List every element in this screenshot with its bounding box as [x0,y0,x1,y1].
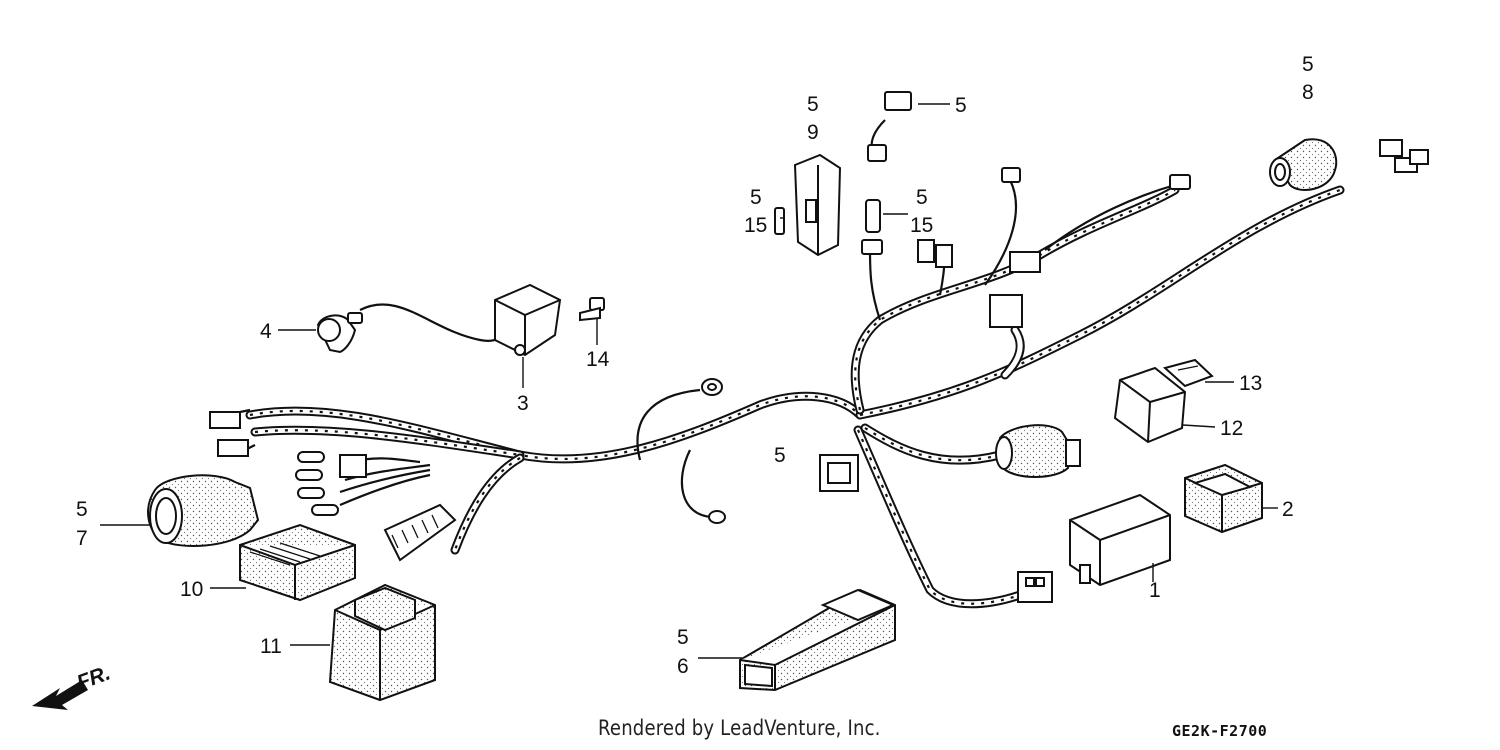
leader-lines [100,103,1278,659]
callout-labels: 1 2 3 4 5 9 5 15 5 5 15 5 8 14 5 5 7 10 … [76,53,1314,678]
callout-5-tube: 5 [677,626,689,649]
bullet-connectors[interactable] [295,451,367,516]
relay-rubber[interactable] [1162,358,1214,388]
callout-5-fuse-right: 5 [916,186,928,209]
protector-tube[interactable] [739,588,896,692]
callout-13: 13 [1239,372,1262,395]
callout-5-boot-left: 5 [76,498,88,521]
callout-10: 10 [180,578,203,601]
ignition-switch[interactable] [995,424,1081,478]
direction-label: FR. [74,662,114,695]
callout-9: 9 [807,121,819,144]
callout-6: 6 [677,655,689,678]
callout-5-fuse-holder: 5 [807,93,819,116]
multi-pin-connector[interactable] [383,503,457,562]
coupler-cover[interactable] [1184,463,1263,534]
ground-terminal-lower[interactable] [708,510,726,524]
top-connector[interactable] [861,91,912,255]
callout-5-harness: 5 [774,444,786,467]
top-right-connectors[interactable] [1379,139,1429,173]
callout-2: 2 [1282,498,1294,521]
diagram-code: GE2K-F2700 [1172,722,1268,740]
callout-4: 4 [260,320,272,343]
callout-15-right: 15 [910,214,933,237]
fuse-box[interactable] [239,523,356,602]
callout-1: 1 [1149,579,1161,602]
fuse-holder[interactable] [793,153,842,257]
callout-14: 14 [586,348,610,371]
boot-right[interactable] [1269,138,1338,191]
flange-bolt[interactable] [579,297,605,322]
callout-5-fuse-left: 5 [750,186,762,209]
callout-11: 11 [260,635,282,658]
callout-5-top-connector: 5 [955,94,967,117]
ignition-coil[interactable] [494,283,562,357]
callout-3: 3 [517,392,529,415]
connector-left-top[interactable] [209,411,249,457]
front-direction-arrow [32,680,88,710]
relay-connector-pair[interactable] [917,167,1191,328]
relay-unit[interactable] [1113,366,1187,444]
callout-7: 7 [76,527,88,550]
main-wire-harness[interactable] [245,185,1345,609]
ground-terminal-upper[interactable] [701,378,723,396]
boot-left[interactable] [147,474,260,547]
control-unit[interactable] [1069,493,1171,587]
fuse-right[interactable] [865,199,881,233]
connector-cover[interactable] [328,583,436,702]
callout-12: 12 [1220,417,1243,440]
callout-15-left: 15 [744,214,767,237]
fuse-left[interactable] [774,207,785,235]
bottom-connector[interactable] [1017,571,1053,603]
callout-8: 8 [1302,81,1314,104]
callout-5-boot-right: 5 [1302,53,1314,76]
center-connector[interactable] [819,454,859,492]
spark-plug-cap[interactable] [316,312,363,354]
render-credit: Rendered by LeadVenture, Inc. [598,716,881,740]
